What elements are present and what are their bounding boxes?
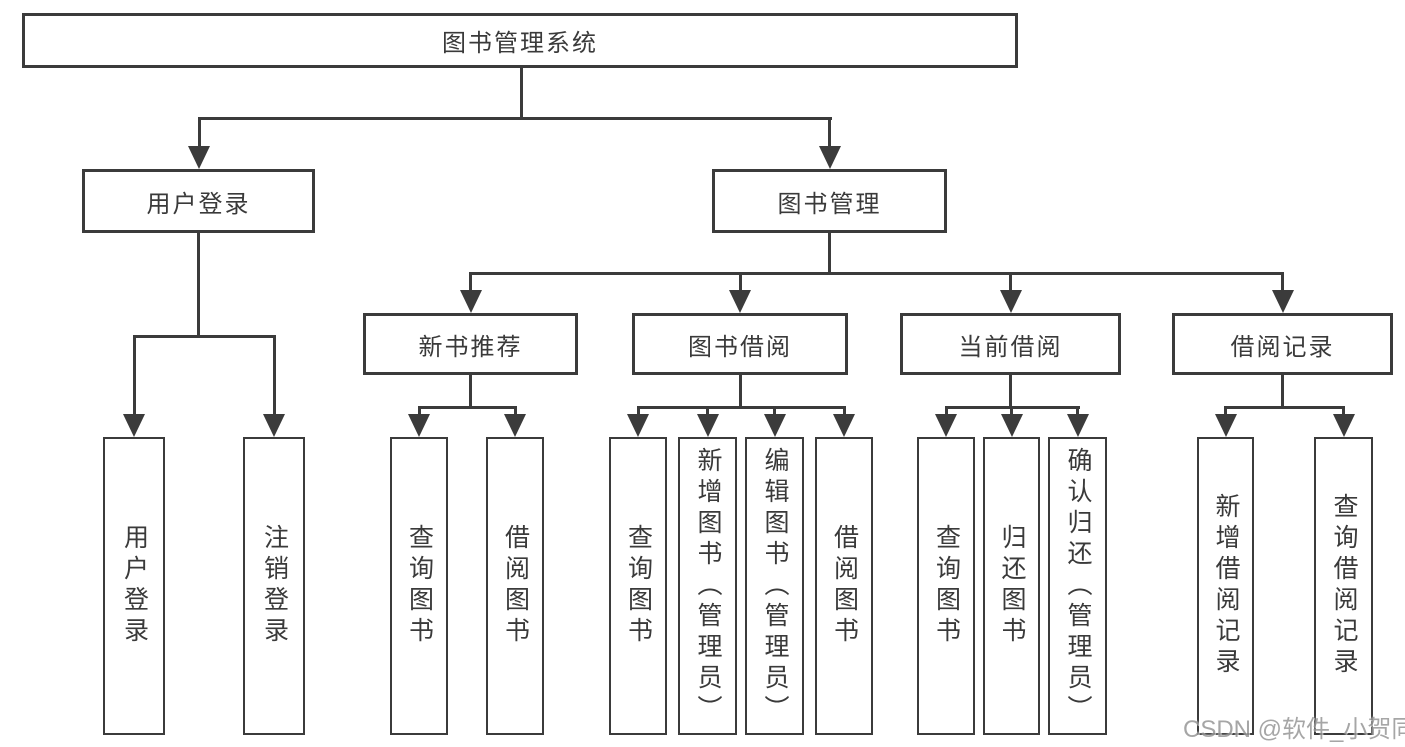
node-label: 图书管理 xyxy=(777,190,882,218)
arrowhead-down xyxy=(504,414,526,437)
node-label: 图书管理系统 xyxy=(442,30,598,57)
leaf-return-books: 归还图书 xyxy=(983,437,1040,735)
node-new-book-recommendation: 新书推荐 xyxy=(363,313,578,375)
connector-line xyxy=(417,406,421,416)
node-label: 查询图书 xyxy=(932,524,961,648)
node-label: 图书借阅 xyxy=(688,333,792,361)
node-borrowing-records: 借阅记录 xyxy=(1172,313,1393,375)
connector-line xyxy=(706,406,709,416)
node-label: 新书推荐 xyxy=(418,333,523,361)
node-current-borrowing: 当前借阅 xyxy=(900,313,1121,375)
arrowhead-down xyxy=(763,414,786,437)
node-label: 用户登录 xyxy=(120,524,149,648)
connector-line xyxy=(469,375,472,409)
connector-line xyxy=(828,233,831,275)
connector-line xyxy=(469,272,1284,275)
leaf-borrow-books-recommend: 借阅图书 xyxy=(486,437,544,735)
connector-line xyxy=(197,117,832,120)
arrowhead-down xyxy=(627,414,649,437)
arrowhead-down xyxy=(263,414,285,437)
node-label: 注销登录 xyxy=(260,524,289,648)
node-label: 编辑图书（管理员） xyxy=(761,446,789,726)
node-user-login: 用户登录 xyxy=(82,169,315,233)
node-label: 用户登录 xyxy=(146,190,251,218)
node-root: 图书管理系统 xyxy=(22,13,1018,68)
connector-line xyxy=(1009,272,1012,293)
leaf-logout-login: 注销登录 xyxy=(243,437,305,735)
arrowhead-down xyxy=(188,146,210,169)
connector-line xyxy=(513,406,517,416)
connector-line xyxy=(417,406,517,409)
node-label: 确认归还（管理员） xyxy=(1064,446,1092,726)
arrowhead-down xyxy=(696,414,719,437)
watermark-text: CSDN @软件_小贺同学 xyxy=(1183,716,1405,743)
leaf-query-books-recommend: 查询图书 xyxy=(390,437,448,735)
arrowhead-down xyxy=(729,290,751,313)
connector-line xyxy=(1009,375,1012,409)
connector-line xyxy=(469,272,472,293)
arrowhead-down xyxy=(833,414,855,437)
node-label: 查询图书 xyxy=(405,524,434,648)
arrowhead-down xyxy=(1271,290,1294,313)
connector-line xyxy=(828,117,831,148)
node-label: 归还图书 xyxy=(998,524,1026,648)
leaf-borrow-books-borrowing: 借阅图书 xyxy=(815,437,873,735)
arrowhead-down xyxy=(1066,414,1089,437)
connector-line xyxy=(1224,406,1345,409)
connector-line xyxy=(519,68,523,117)
connector-line xyxy=(272,335,276,416)
node-book-borrowing: 图书借阅 xyxy=(632,313,848,375)
connector-line xyxy=(1281,375,1284,409)
arrowhead-down xyxy=(818,146,841,169)
connector-line xyxy=(773,406,776,416)
connector-line xyxy=(842,406,846,416)
connector-line xyxy=(197,117,201,148)
node-label: 查询借阅记录 xyxy=(1330,493,1358,679)
leaf-add-borrow-record: 新增借阅记录 xyxy=(1197,437,1254,735)
arrowhead-down xyxy=(1000,414,1023,437)
connector-line xyxy=(132,335,136,416)
node-label: 新增图书（管理员） xyxy=(694,446,722,726)
node-label: 查询图书 xyxy=(624,524,653,648)
node-label: 借阅图书 xyxy=(501,524,530,648)
node-label: 当前借阅 xyxy=(958,333,1063,361)
leaf-query-borrow-record: 查询借阅记录 xyxy=(1314,437,1373,735)
connector-line xyxy=(636,406,640,416)
connector-line xyxy=(738,375,742,409)
arrowhead-down xyxy=(999,290,1022,313)
connector-line xyxy=(1281,272,1284,293)
leaf-query-books-borrowing: 查询图书 xyxy=(609,437,667,735)
connector-line xyxy=(1010,406,1013,416)
arrowhead-down xyxy=(408,414,430,437)
node-label: 新增借阅记录 xyxy=(1212,493,1240,679)
connector-line xyxy=(1224,406,1227,416)
arrowhead-down xyxy=(1214,414,1237,437)
connector-line xyxy=(197,233,200,338)
connector-line xyxy=(944,406,948,416)
arrowhead-down xyxy=(459,290,482,313)
arrowhead-down xyxy=(1332,414,1355,437)
connector-line xyxy=(1076,406,1079,416)
connector-line xyxy=(738,272,742,293)
connector-line xyxy=(1342,406,1345,416)
arrowhead-down xyxy=(935,414,957,437)
leaf-edit-books-admin: 编辑图书（管理员） xyxy=(745,437,804,735)
node-label: 借阅记录 xyxy=(1230,333,1335,361)
leaf-query-books-current: 查询图书 xyxy=(917,437,975,735)
arrowhead-down xyxy=(123,414,145,437)
leaf-add-books-admin: 新增图书（管理员） xyxy=(678,437,737,735)
node-label: 借阅图书 xyxy=(830,524,859,648)
leaf-confirm-return-admin: 确认归还（管理员） xyxy=(1048,437,1107,735)
connector-line xyxy=(636,406,846,409)
connector-line xyxy=(132,335,276,338)
leaf-user-login: 用户登录 xyxy=(103,437,165,735)
node-book-management: 图书管理 xyxy=(712,169,947,233)
